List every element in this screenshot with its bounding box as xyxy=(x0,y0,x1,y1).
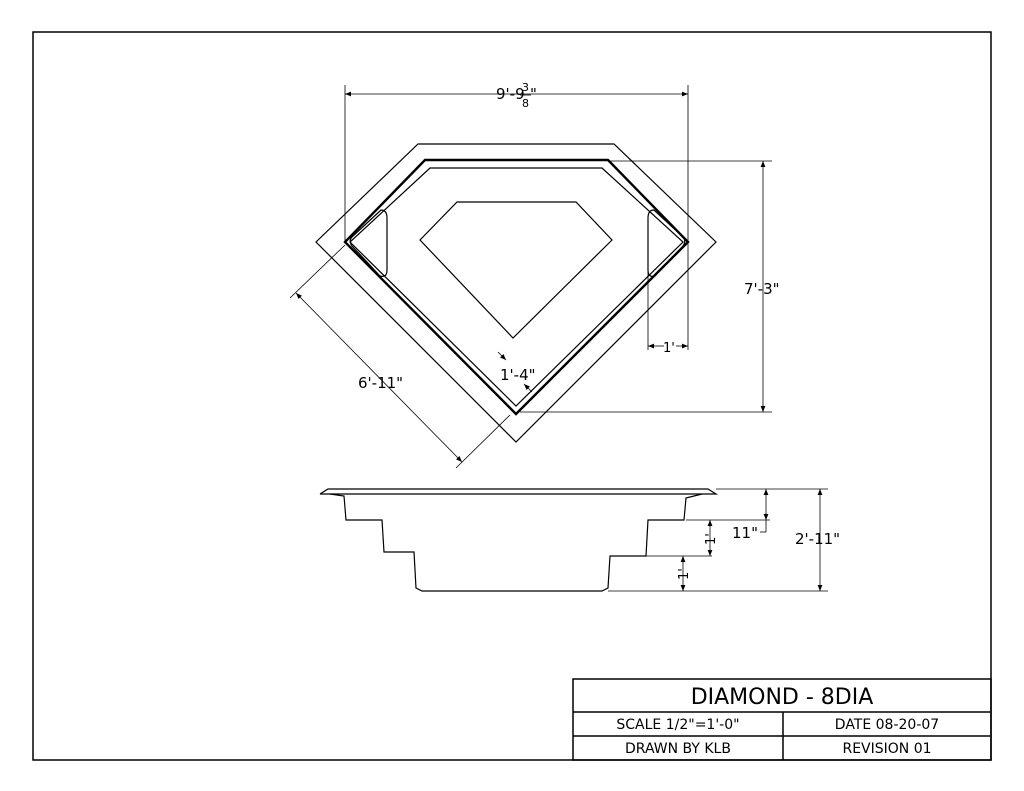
sheet-border xyxy=(32,31,992,761)
elevation-shell xyxy=(329,493,703,592)
plan-left-seat xyxy=(349,209,388,277)
diagonal-text: 6'-11" xyxy=(358,374,403,392)
elevation-view xyxy=(319,488,719,592)
step-second-text: 1' xyxy=(704,533,719,545)
overall-width-fraction-den: 8 xyxy=(522,97,529,110)
title-block-scale: SCALE 1/2"=1'-0" xyxy=(616,717,739,733)
overall-width-fraction-num: 3 xyxy=(522,81,529,94)
overall-width-text: 9'-9 xyxy=(496,85,525,103)
plan-tub-rim xyxy=(343,158,690,416)
dim-line-diagonal xyxy=(295,292,463,463)
plan-dimensions xyxy=(289,85,772,469)
seat-width-text: 1' xyxy=(663,341,675,356)
step-third-text: 1' xyxy=(677,568,692,580)
overall-height-text: 2'-11" xyxy=(795,530,840,548)
step-first-text: 11" xyxy=(732,524,758,542)
plan-outer-deck xyxy=(315,143,717,443)
plan-inner-shell xyxy=(349,167,684,407)
plan-footwell xyxy=(419,201,613,339)
title-block-date: DATE 08-20-07 xyxy=(835,717,939,733)
overall-width-inch-mark: " xyxy=(530,85,537,103)
seat-depth-text: 1'-4" xyxy=(500,366,536,384)
title-block-title: DIAMOND - 8DIA xyxy=(691,685,874,710)
elevation-flange xyxy=(319,488,719,495)
depth-text: 7'-3" xyxy=(744,280,780,298)
plan-right-seat xyxy=(647,209,686,277)
plan-view xyxy=(315,143,717,443)
elevation-dimensions xyxy=(608,488,828,592)
title-block-drawn-by: DRAWN BY KLB xyxy=(625,741,731,757)
title-block xyxy=(572,678,992,761)
title-block-revision: REVISION 01 xyxy=(842,741,931,757)
